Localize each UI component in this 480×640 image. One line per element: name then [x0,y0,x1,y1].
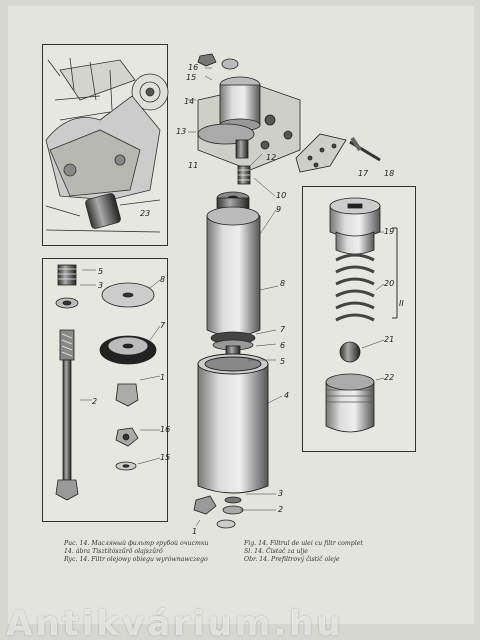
label-21: 21 [384,335,394,344]
label-12: 12 [266,153,276,162]
filter-element [206,206,261,337]
caption-line-ro: Fig. 14. Filtrul de ulei cu filtr comple… [244,540,363,547]
filter-cap [216,191,250,209]
caption-line-sr: Sl. 14. Čistač za ulje [244,548,308,555]
caption-line-pl: Ryc. 14. Filtr olejowy obiegu wyrównawcz… [64,556,208,563]
label-14: 14 [184,97,194,106]
label-22: 22 [384,373,394,382]
label-II: II [399,299,404,308]
label-7-main: 7 [280,325,286,334]
label-2-main: 2 [278,505,283,514]
label-11: 11 [188,161,198,170]
leader-lines [80,67,385,527]
filter-bowl [197,353,269,494]
label-5-main: 5 [280,357,285,366]
label-3-left: 3 [98,281,103,290]
label-18: 18 [384,169,394,178]
label-4: 4 [284,391,289,400]
caption-left: Рис. 14. Масляный фильтр грубой очистки … [64,540,209,564]
label-15: 15 [186,73,196,82]
label-3-main: 3 [278,489,283,498]
label-16-left: 16 [160,425,170,434]
label-13: 13 [176,127,186,136]
label-17: 17 [358,169,369,178]
engine-illustration [45,57,169,233]
caption-line-cz: Obr. 14. Prefiltrový čistič oleje [244,556,340,563]
right-parts [325,197,381,433]
label-6-main: 6 [280,341,285,350]
label-1-main: 1 [192,527,197,536]
label-7-left: 7 [160,321,166,330]
label-15-left: 15 [160,453,170,462]
label-23: 23 [140,209,150,218]
label-10: 10 [276,191,286,200]
mounting-bracket [295,133,381,173]
label-20: 20 [384,279,394,288]
caption-line-hu: 14. ábra Tisztítószűrő olajszűrő [64,548,163,555]
caption-line-ru: Рис. 14. Масляный фильтр грубой очистки [64,540,209,547]
caption-right: Fig. 14. Filtrul de ulei cu filtr comple… [244,540,363,564]
filter-head-housing [197,53,301,171]
label-8-left: 8 [160,275,165,284]
label-19: 19 [384,227,394,236]
label-16: 16 [188,63,198,72]
label-1-left: 1 [160,373,165,382]
left-parts [55,264,157,501]
label-9: 9 [276,205,281,214]
bowl-drain-parts [193,495,244,529]
label-5-left: 5 [98,267,103,276]
watermark: Antikvárium.hu [6,604,344,640]
small-spring [237,165,251,185]
label-2-left: 2 [92,397,97,406]
label-8-main: 8 [280,279,285,288]
